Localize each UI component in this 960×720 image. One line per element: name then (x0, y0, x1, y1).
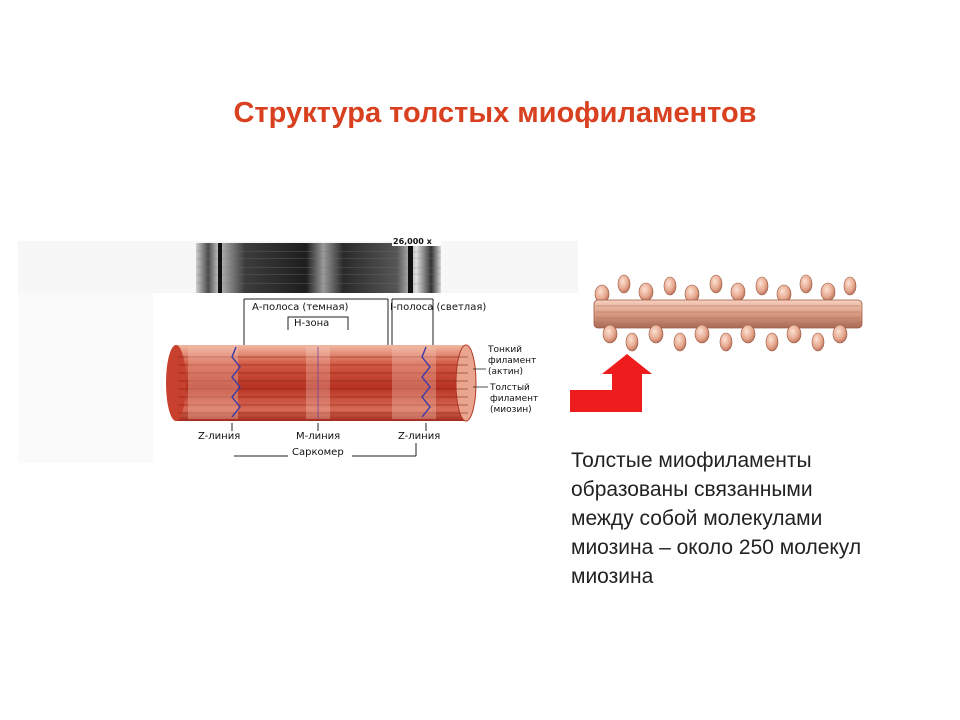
magnification-label: 26,000 x (393, 237, 433, 246)
thin-filament-label-2: филамент (488, 356, 536, 366)
thin-filament-label-3: (актин) (488, 367, 523, 377)
bent-arrow-icon (567, 352, 657, 419)
sarcomere-label: Саркомер (292, 447, 344, 458)
caption-line-2: образованы связанными (571, 478, 813, 501)
z-line-left-label: Z-линия (198, 431, 240, 442)
caption-line-4: миозина – около 250 молекул (571, 536, 862, 559)
caption-line-5: миозина (571, 565, 654, 588)
thick-filament-label-1: Толстый (489, 383, 530, 393)
thick-filament-label-2: филамент (490, 394, 538, 404)
thin-filament-label-1: Тонкий (487, 345, 522, 355)
caption-line-1: Толстые миофиламенты (571, 449, 812, 472)
m-line-label: М-линия (296, 431, 340, 442)
z-line-right-label: Z-линия (398, 431, 440, 442)
a-band-label: А-полоса (темная) (252, 302, 349, 313)
slide-title: Структура толстых миофиламентов (233, 97, 757, 129)
sarcomere-figure: 26,000 x А-полоса (темная) I-полоса (све… (18, 235, 578, 470)
thick-filament-figure (588, 272, 868, 361)
caption: Толстые миофиламенты образованы связанны… (571, 446, 931, 591)
i-band-label: I-полоса (светлая) (390, 302, 486, 313)
thick-filament-label-3: (миозин) (490, 405, 532, 415)
caption-line-3: между собой молекулами (571, 507, 823, 530)
myofibril-cylinder (166, 344, 477, 422)
electron-micrograph (195, 235, 442, 293)
h-zone-label: Н-зона (294, 318, 329, 329)
